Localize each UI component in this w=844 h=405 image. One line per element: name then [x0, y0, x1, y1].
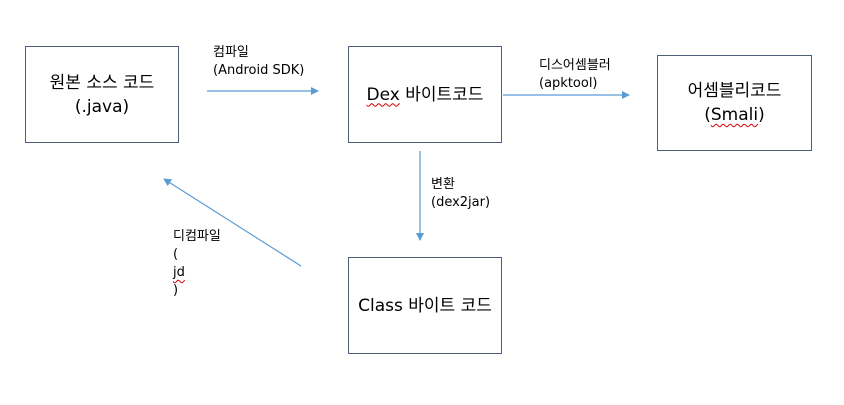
source-code-subtitle: (.java) [74, 96, 130, 117]
disassemble-label-tool: (apktool) [539, 76, 598, 91]
smali-close-paren: ) [758, 105, 765, 125]
disassemble-label: 디스어셈블러 (apktool) [539, 57, 611, 93]
smali-word: Smali [710, 105, 759, 125]
decompile-open-paren: ( [173, 247, 179, 262]
decompile-label: 디컴파일 ( jd) [173, 228, 221, 300]
convert-label: 변환 (dex2jar) [431, 176, 490, 212]
source-code-node: 원본 소스 코드 (.java) [25, 46, 179, 143]
class-bytecode-title: Class 바이트 코드 [358, 295, 492, 316]
smali-node: 어셈블리코드 (Smali) [657, 55, 812, 151]
decompile-label-title: 디컴파일 [173, 229, 221, 244]
smali-title: 어셈블리코드 [687, 81, 782, 101]
decompile-arrow [163, 178, 302, 267]
decompile-close-paren: ) [173, 283, 179, 298]
dex-bytecode-title: Dex 바이트코드 [367, 83, 484, 107]
smali-subtitle: (Smali) [704, 103, 765, 127]
compile-label-title: 컴파일 [213, 45, 249, 60]
class-bytecode-node: Class 바이트 코드 [348, 257, 502, 354]
dex-word: Dex [366, 84, 400, 105]
smali-open-paren: ( [704, 105, 711, 125]
dex-bytecode-node: Dex 바이트코드 [348, 46, 502, 143]
compile-label-tool: (Android SDK) [213, 63, 305, 78]
convert-label-title: 변환 [431, 177, 455, 192]
decompile-label-tool: ( jd) [173, 246, 221, 300]
dex-rest: 바이트코드 [399, 84, 484, 105]
disassemble-label-title: 디스어셈블러 [539, 58, 611, 73]
compile-label: 컴파일 (Android SDK) [213, 44, 304, 80]
decompile-tool-word: jd [173, 265, 185, 280]
source-code-title: 원본 소스 코드 [49, 72, 155, 93]
convert-label-tool: (dex2jar) [431, 195, 491, 210]
